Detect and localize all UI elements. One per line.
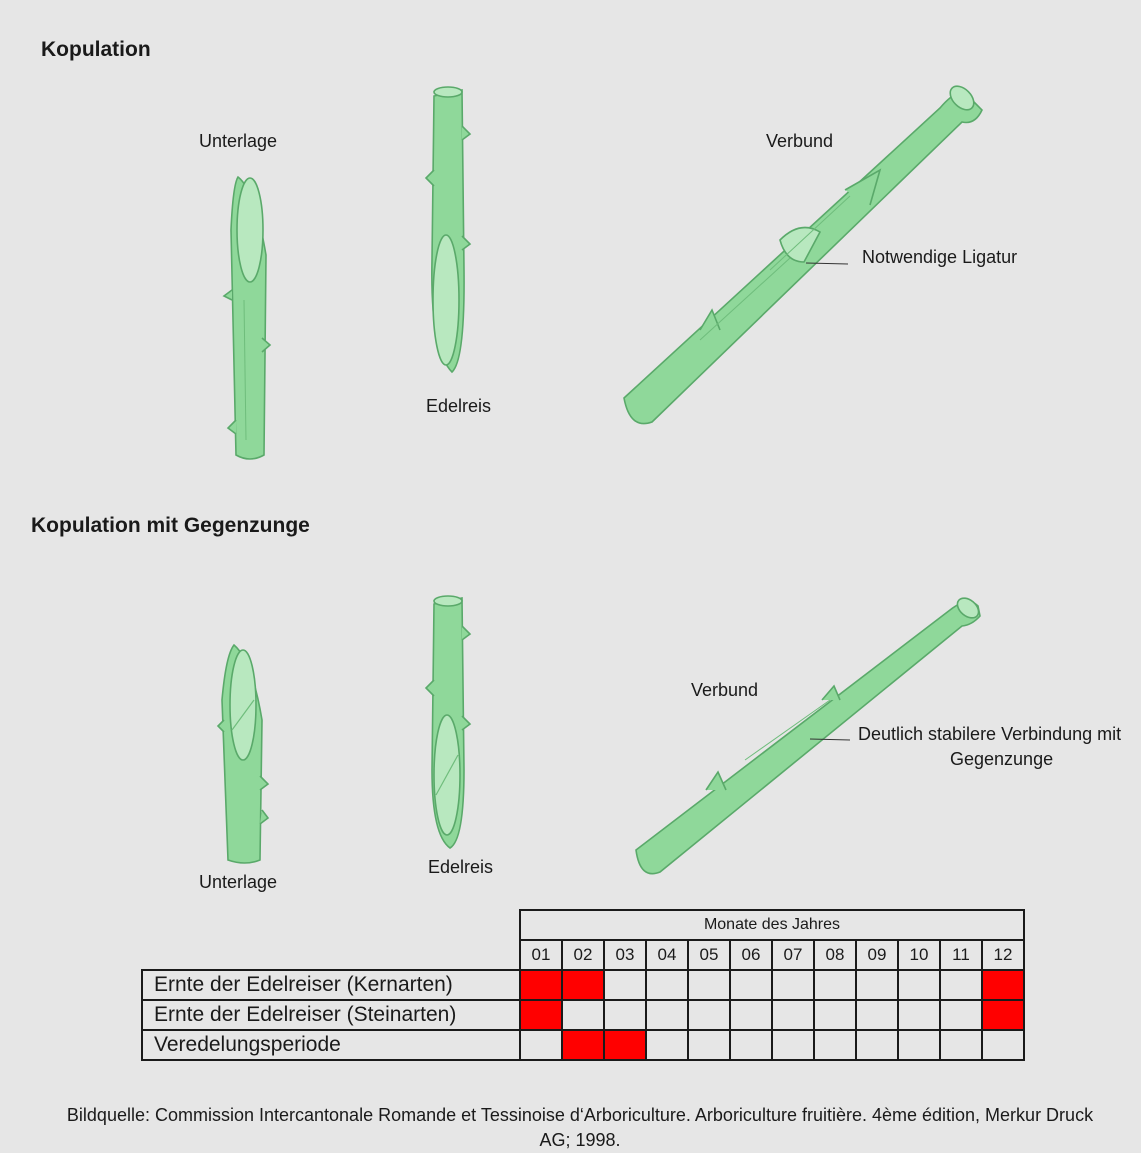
calendar-row-label: Ernte der Edelreiser (Steinarten) <box>141 999 521 1031</box>
month-header-08: 08 <box>813 939 857 971</box>
calendar-cell <box>603 999 647 1031</box>
calendar-cell-active <box>519 999 563 1031</box>
calendar-row: Ernte der Edelreiser (Steinarten) <box>141 999 1025 1031</box>
label-edelreis-1: Edelreis <box>426 396 492 416</box>
month-header-03: 03 <box>603 939 647 971</box>
calendar-cell <box>645 999 689 1031</box>
calendar-cell <box>519 1029 563 1061</box>
calendar-row: Veredelungsperiode <box>141 1029 1025 1061</box>
calendar-cell <box>687 1029 731 1061</box>
calendar-row-label: Veredelungsperiode <box>141 1029 521 1061</box>
month-header-05: 05 <box>687 939 731 971</box>
calendar-cell <box>771 999 815 1031</box>
calendar-corner <box>142 910 520 940</box>
label-notwendige-ligatur: Notwendige Ligatur <box>862 247 1018 267</box>
month-header-06: 06 <box>729 939 773 971</box>
leader-line-ligatur <box>805 262 849 265</box>
calendar-cell <box>729 969 773 1001</box>
calendar-cell <box>855 969 899 1001</box>
calendar-cell <box>855 1029 899 1061</box>
label-verbund-2: Verbund <box>691 680 759 700</box>
calendar-cell <box>897 1029 941 1061</box>
calendar-cell-active <box>561 969 605 1001</box>
month-header-11: 11 <box>939 939 983 971</box>
month-header-04: 04 <box>645 939 689 971</box>
section-heading-gegenzunge: Kopulation mit Gegenzunge <box>31 514 310 537</box>
calendar-month-corner <box>142 940 520 970</box>
calendar-cell <box>729 1029 773 1061</box>
calendar-cell <box>813 1029 857 1061</box>
union-illustration-2 <box>635 597 981 875</box>
calendar-cell <box>897 999 941 1031</box>
calendar-cell-active <box>603 1029 647 1061</box>
grafting-illustrations <box>216 85 983 875</box>
calendar-header-months: Monate des Jahres <box>519 909 1025 941</box>
rootstock-illustration-1 <box>222 175 272 460</box>
calendar-cell <box>687 969 731 1001</box>
scion-illustration-1 <box>424 86 472 374</box>
label-verbund-1: Verbund <box>766 131 834 151</box>
calendar-header-row: Monate des Jahres <box>142 909 1025 941</box>
label-unterlage-2: Unterlage <box>199 872 278 892</box>
rootstock-illustration-2 <box>216 643 270 864</box>
calendar-cell-active <box>519 969 563 1001</box>
month-header-09: 09 <box>855 939 899 971</box>
label-edelreis-2: Edelreis <box>428 857 494 877</box>
leader-line-gegenzunge <box>809 738 851 741</box>
month-header-02: 02 <box>561 939 605 971</box>
calendar-cell-active <box>981 999 1025 1031</box>
month-header-07: 07 <box>771 939 815 971</box>
calendar-cell <box>645 1029 689 1061</box>
calendar-cell <box>687 999 731 1031</box>
month-header-01: 01 <box>519 939 563 971</box>
calendar-cell <box>939 969 983 1001</box>
calendar-cell <box>897 969 941 1001</box>
calendar-cell <box>771 969 815 1001</box>
union-illustration-1 <box>623 85 983 425</box>
calendar-cell <box>939 1029 983 1061</box>
label-stabilere-verbindung-line1: Deutlich stabilere Verbindung mit <box>858 724 1122 744</box>
calendar-row: Ernte der Edelreiser (Kernarten) <box>141 969 1025 1001</box>
calendar-cell <box>645 969 689 1001</box>
section-heading-kopulation: Kopulation <box>41 38 151 61</box>
calendar-cell <box>855 999 899 1031</box>
calendar-cell <box>771 1029 815 1061</box>
calendar-cell <box>981 1029 1025 1061</box>
month-header-10: 10 <box>897 939 941 971</box>
calendar-cell <box>813 999 857 1031</box>
image-source-caption: Bildquelle: Commission Intercantonale Ro… <box>66 1105 1094 1150</box>
calendar-cell-active <box>981 969 1025 1001</box>
calendar-cell-active <box>561 1029 605 1061</box>
calendar-row-label: Ernte der Edelreiser (Kernarten) <box>141 969 521 1001</box>
calendar-cell <box>939 999 983 1031</box>
calendar-cell <box>603 969 647 1001</box>
label-stabilere-verbindung-line2: Gegenzunge <box>950 749 1054 769</box>
calendar-cell <box>561 999 605 1031</box>
calendar-cell <box>729 999 773 1031</box>
scion-illustration-2 <box>424 595 472 849</box>
month-header-12: 12 <box>981 939 1025 971</box>
calendar-cell <box>813 969 857 1001</box>
label-unterlage-1: Unterlage <box>199 131 278 151</box>
